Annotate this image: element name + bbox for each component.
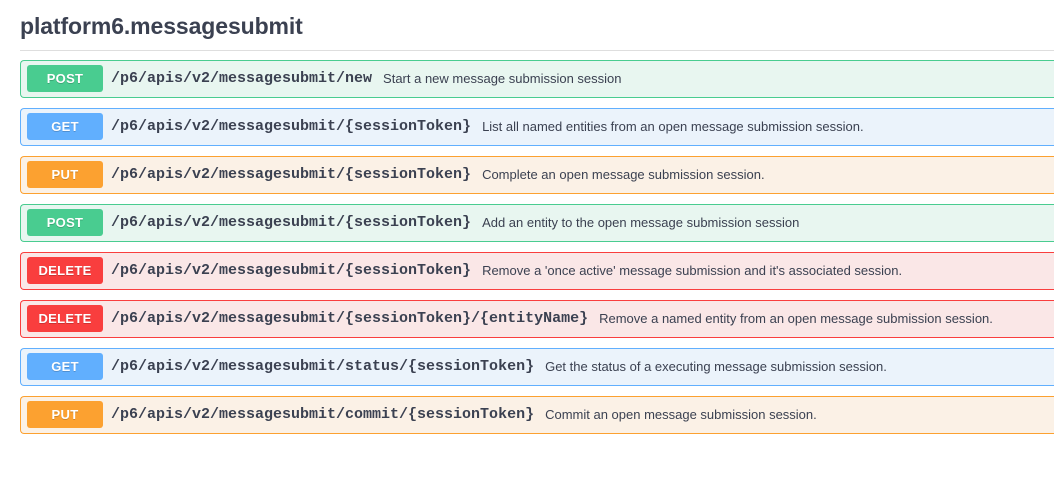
operation-description: Start a new message submission session [383,71,622,87]
operation-row[interactable]: PUT/p6/apis/v2/messagesubmit/{sessionTok… [20,155,1054,194]
operation-path: /p6/apis/v2/messagesubmit/{sessionToken} [111,262,472,280]
tag-header: platform6.messagesubmit [0,0,1054,50]
operation-description: Remove a named entity from an open messa… [599,311,993,327]
method-badge-get: GET [27,113,103,141]
header-divider [20,49,1054,51]
operation-description: Commit an open message submission sessio… [545,407,817,423]
operation-path: /p6/apis/v2/messagesubmit/{sessionToken} [111,118,472,136]
operation-path: /p6/apis/v2/messagesubmit/status/{sessio… [111,358,535,376]
operation-description: List all named entities from an open mes… [482,119,864,135]
operation-description: Remove a 'once active' message submissio… [482,263,903,279]
operation-path: /p6/apis/v2/messagesubmit/{sessionToken} [111,214,472,232]
method-badge-delete: DELETE [27,305,103,333]
method-badge-post: POST [27,209,103,237]
operation-path: /p6/apis/v2/messagesubmit/{sessionToken}… [111,310,589,328]
method-badge-post: POST [27,65,103,93]
operation-description: Complete an open message submission sess… [482,167,765,183]
method-badge-get: GET [27,353,103,381]
operation-row[interactable]: GET/p6/apis/v2/messagesubmit/{sessionTok… [20,107,1054,146]
operation-row[interactable]: PUT/p6/apis/v2/messagesubmit/commit/{ses… [20,395,1054,434]
operations-list: POST/p6/apis/v2/messagesubmit/new Start a… [0,59,1054,434]
operation-row[interactable]: POST/p6/apis/v2/messagesubmit/{sessionTo… [20,203,1054,242]
operation-path: /p6/apis/v2/messagesubmit/new [111,70,373,88]
method-badge-put: PUT [27,401,103,429]
operation-row[interactable]: GET/p6/apis/v2/messagesubmit/status/{ses… [20,347,1054,386]
operation-path: /p6/apis/v2/messagesubmit/commit/{sessio… [111,406,535,424]
method-badge-put: PUT [27,161,103,189]
operation-row[interactable]: DELETE/p6/apis/v2/messagesubmit/{session… [20,299,1054,338]
operation-description: Get the status of a executing message su… [545,359,887,375]
operation-row[interactable]: POST/p6/apis/v2/messagesubmit/new Start a… [20,59,1054,98]
page-title: platform6.messagesubmit [20,13,303,39]
operation-row[interactable]: DELETE/p6/apis/v2/messagesubmit/{session… [20,251,1054,290]
operation-path: /p6/apis/v2/messagesubmit/{sessionToken} [111,166,472,184]
operation-description: Add an entity to the open message submis… [482,215,800,231]
method-badge-delete: DELETE [27,257,103,285]
